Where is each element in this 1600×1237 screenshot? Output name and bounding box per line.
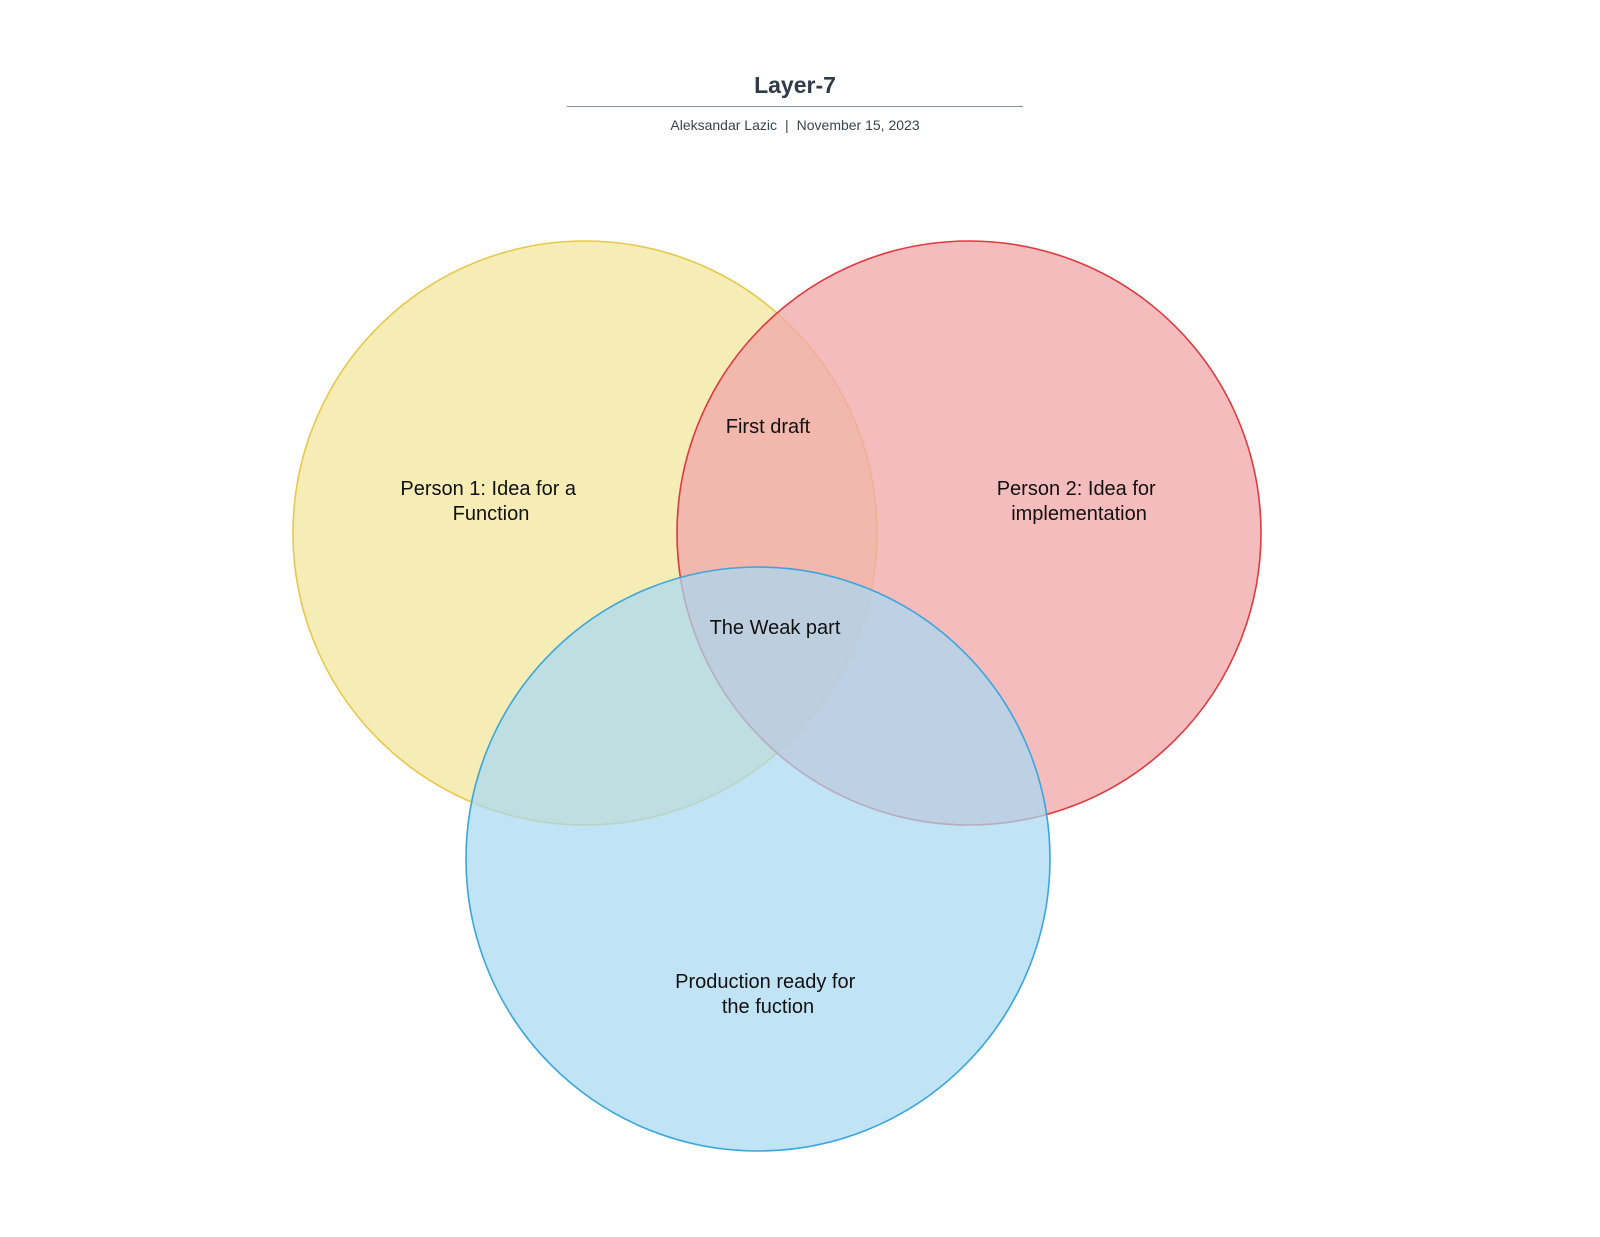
weak-part-label: The Weak part (710, 617, 841, 639)
venn-circle-production[interactable] (465, 566, 1051, 1152)
production-label-line-1: Production ready for (675, 971, 855, 993)
person1-label-line-1: Person 1: Idea for a (400, 478, 577, 500)
meta-separator: | (785, 117, 789, 133)
page-title: Layer-7 (754, 72, 836, 98)
document-meta: Aleksandar Lazic | November 15, 2023 (467, 117, 1123, 134)
person2-label-line-1: Person 2: Idea for (997, 478, 1156, 500)
person1-label: Person 1: Idea for a Function (400, 478, 581, 525)
title-divider (567, 106, 1023, 107)
person1-label-line-2: Function (453, 503, 530, 525)
document-date: November 15, 2023 (796, 117, 920, 133)
person2-label: Person 2: Idea for implementation (997, 478, 1162, 525)
person2-label-line-2: implementation (1011, 503, 1147, 525)
first-draft-label: First draft (726, 416, 811, 438)
production-label: Production ready for the fuction (675, 971, 861, 1018)
production-label-line-2: the fuction (722, 996, 814, 1018)
author-name: Aleksandar Lazic (670, 117, 777, 133)
